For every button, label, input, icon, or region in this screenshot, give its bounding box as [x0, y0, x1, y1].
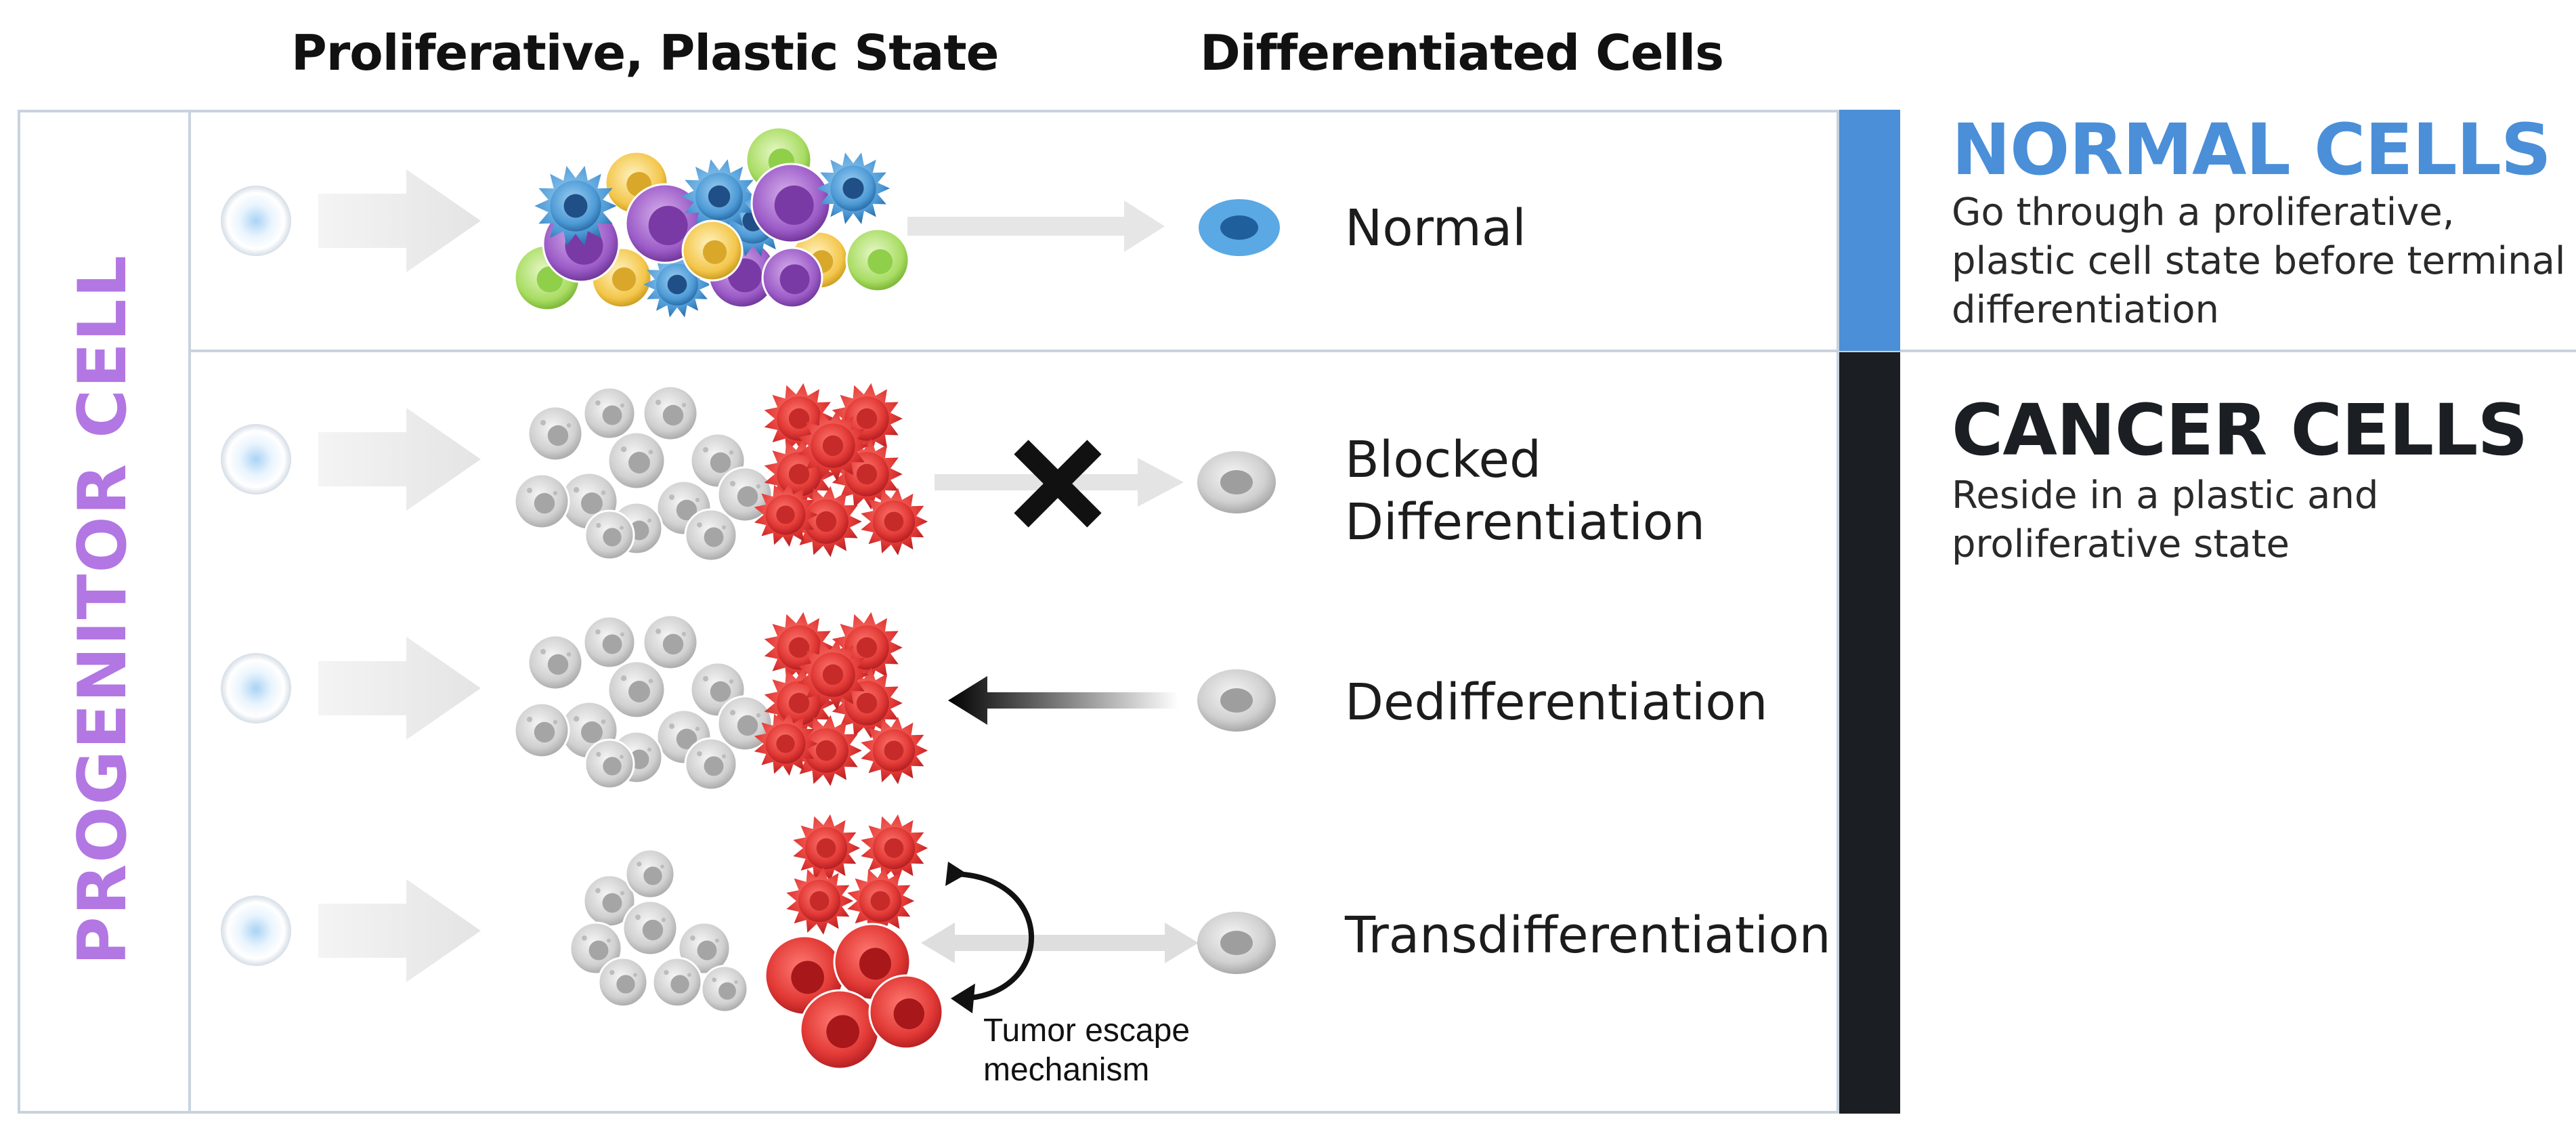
normal-cells-description: Go through a proliferative,	[1952, 190, 2455, 234]
row-label-dedifferentiation: Dedifferentiation	[1345, 673, 1768, 732]
header-differentiated-cells: Differentiated Cells	[1200, 24, 1724, 81]
differentiated-grey-cells	[1197, 451, 1276, 974]
progenitor-cells	[221, 186, 291, 966]
normal-differentiated-cell	[1199, 199, 1280, 256]
normal-accent-bar	[1839, 110, 1900, 351]
normal-cell-cluster	[513, 126, 910, 318]
row-label-normal: Normal	[1345, 199, 1526, 257]
normal-differentiation-arrow	[907, 201, 1165, 252]
blocked-cell-cluster	[513, 383, 928, 562]
row-divider	[191, 350, 2576, 352]
transdifferentiation-double-arrow	[921, 923, 1199, 963]
progenitor-column	[18, 110, 191, 1114]
cancer-cells-description: proliferative state	[1952, 522, 2290, 566]
tumor-escape-label-mechanism: mechanism	[983, 1052, 1150, 1088]
normal-cells-description: differentiation	[1952, 288, 2219, 332]
row-label-transdifferentiation: Transdifferentiation	[1345, 906, 1831, 965]
cancer-cells-description: Reside in a plastic and	[1952, 473, 2379, 518]
curved-arrow-icon	[945, 862, 1034, 1013]
tumor-escape-label: Tumor escape	[983, 1013, 1190, 1049]
cancer-accent-bar	[1839, 352, 1900, 1114]
normal-cells-title: NORMAL CELLS	[1952, 108, 2552, 191]
progenitor-arrows	[318, 169, 481, 982]
left-arrow-icon	[948, 676, 1178, 725]
diagram-frame	[18, 110, 1839, 1114]
dedifferentiation-cell-cluster	[513, 612, 928, 791]
normal-cells-description: plastic cell state before terminal	[1952, 239, 2566, 283]
x-mark-icon	[1014, 440, 1102, 528]
header-proliferative-state: Proliferative, Plastic State	[291, 24, 999, 81]
row-label-blocked-differentiation: Differentiation	[1345, 493, 1705, 551]
row-label-blocked: Blocked	[1345, 431, 1542, 489]
cancer-cells-title: CANCER CELLS	[1952, 389, 2528, 471]
transdifferentiation-cell-cluster	[569, 814, 944, 1070]
